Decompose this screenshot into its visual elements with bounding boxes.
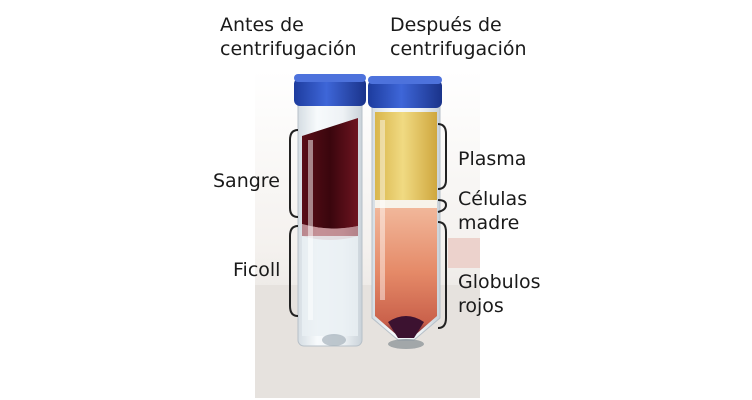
after-centrifugation-label: Después de centrifugación [390, 14, 527, 60]
stem-cell-layer [375, 200, 437, 208]
plasma-layer [375, 112, 437, 200]
plasma-bracket [437, 123, 447, 190]
blood-bracket [289, 129, 299, 218]
before-centrifugation-label: Antes de centrifugación [220, 14, 357, 60]
ficoll-label: Ficoll [233, 259, 281, 281]
blood-layer [302, 118, 358, 229]
blood-label: Sangre [213, 170, 280, 192]
left-tube-cap [294, 78, 366, 106]
red-cells-label: Globulos rojos [458, 271, 541, 317]
ficoll-bracket [289, 225, 299, 317]
right-tube [368, 76, 442, 349]
stem-cells-bracket [437, 199, 448, 213]
left-tube [294, 74, 366, 347]
red-cells-bracket [437, 221, 447, 329]
bench-surface [255, 285, 480, 398]
backdrop-patch [448, 238, 480, 268]
right-tube-cap [368, 80, 442, 108]
red-cell-layer [375, 208, 437, 336]
stem-cells-label: Células madre [458, 188, 528, 234]
plasma-label: Plasma [458, 148, 527, 170]
